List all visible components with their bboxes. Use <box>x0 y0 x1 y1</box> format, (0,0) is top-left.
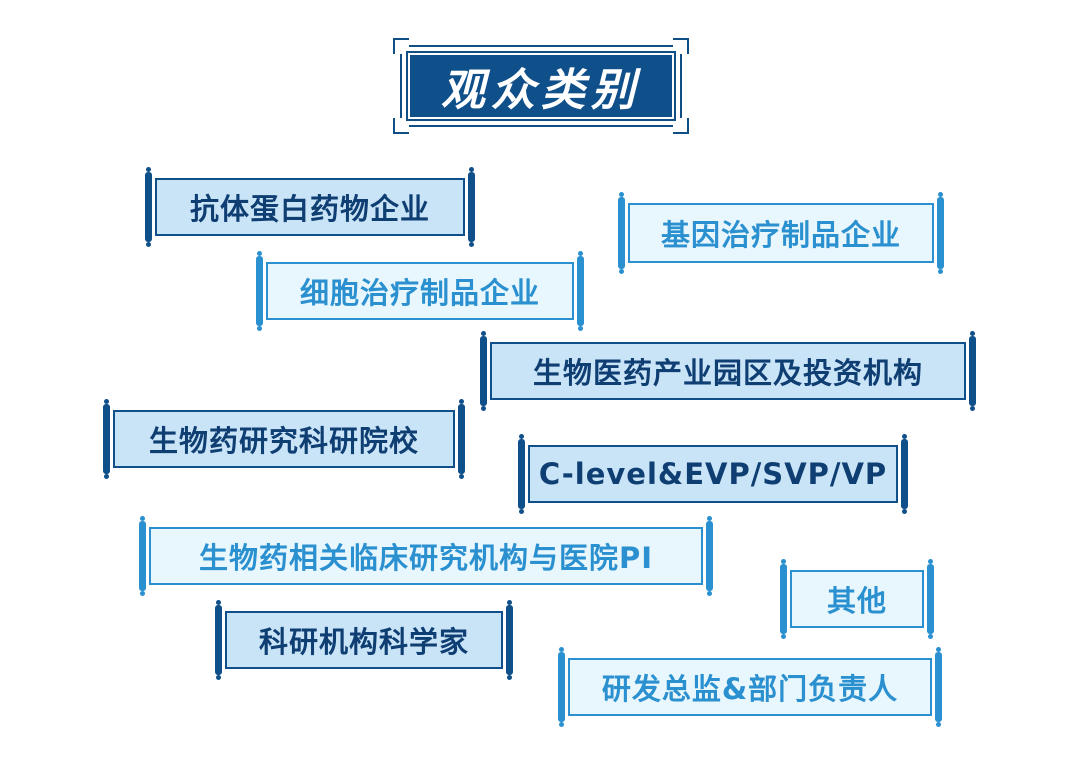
category-banner-rd-directors: 研发总监&部门负责人 <box>558 647 942 727</box>
scroll-rod <box>935 647 942 727</box>
scroll-rod <box>618 192 625 274</box>
category-label: C-level&EVP/SVP/VP <box>528 445 898 503</box>
category-label: 细胞治疗制品企业 <box>266 262 574 320</box>
scroll-rod <box>145 167 152 247</box>
scroll-rod <box>256 251 263 331</box>
title-plaque-inner: 观众类别 <box>406 51 676 121</box>
category-banner-other: 其他 <box>780 559 934 639</box>
category-banner-gene-therapy: 基因治疗制品企业 <box>618 192 944 274</box>
scroll-rod <box>558 647 565 727</box>
category-banner-clinical-pi: 生物药相关临床研究机构与医院PI <box>139 516 713 596</box>
scroll-rod <box>927 559 934 639</box>
scroll-rod <box>969 331 976 411</box>
scroll-rod <box>506 600 513 680</box>
category-label: 科研机构科学家 <box>225 611 503 669</box>
plaque-corner <box>393 38 409 54</box>
category-label: 研发总监&部门负责人 <box>568 658 932 716</box>
category-label: 抗体蛋白药物企业 <box>155 178 465 236</box>
scroll-rod <box>901 434 908 514</box>
plaque-corner <box>673 118 689 134</box>
scroll-rod <box>468 167 475 247</box>
scroll-rod <box>706 516 713 596</box>
category-label: 其他 <box>790 570 924 628</box>
plaque-corner <box>393 118 409 134</box>
scroll-rod <box>518 434 525 514</box>
scroll-rod <box>577 251 584 331</box>
category-banner-antibody: 抗体蛋白药物企业 <box>145 167 475 247</box>
scroll-rod <box>103 399 110 479</box>
category-label: 生物药研究科研院校 <box>113 410 455 468</box>
category-label: 基因治疗制品企业 <box>628 203 934 263</box>
scroll-rod <box>780 559 787 639</box>
category-banner-research-institutes: 生物药研究科研院校 <box>103 399 465 479</box>
category-banner-industrial-park: 生物医药产业园区及投资机构 <box>480 331 976 411</box>
scroll-rod <box>139 516 146 596</box>
plaque-corner <box>673 38 689 54</box>
scroll-rod <box>480 331 487 411</box>
category-banner-scientists: 科研机构科学家 <box>215 600 513 680</box>
scroll-rod <box>458 399 465 479</box>
category-banner-c-level: C-level&EVP/SVP/VP <box>518 434 908 514</box>
category-banner-cell-therapy: 细胞治疗制品企业 <box>256 251 584 331</box>
scroll-rod <box>937 192 944 274</box>
title-plaque: 观众类别 <box>393 38 689 134</box>
category-label: 生物药相关临床研究机构与医院PI <box>149 527 703 585</box>
page-title: 观众类别 <box>441 65 641 116</box>
category-label: 生物医药产业园区及投资机构 <box>490 342 966 400</box>
scroll-rod <box>215 600 222 680</box>
